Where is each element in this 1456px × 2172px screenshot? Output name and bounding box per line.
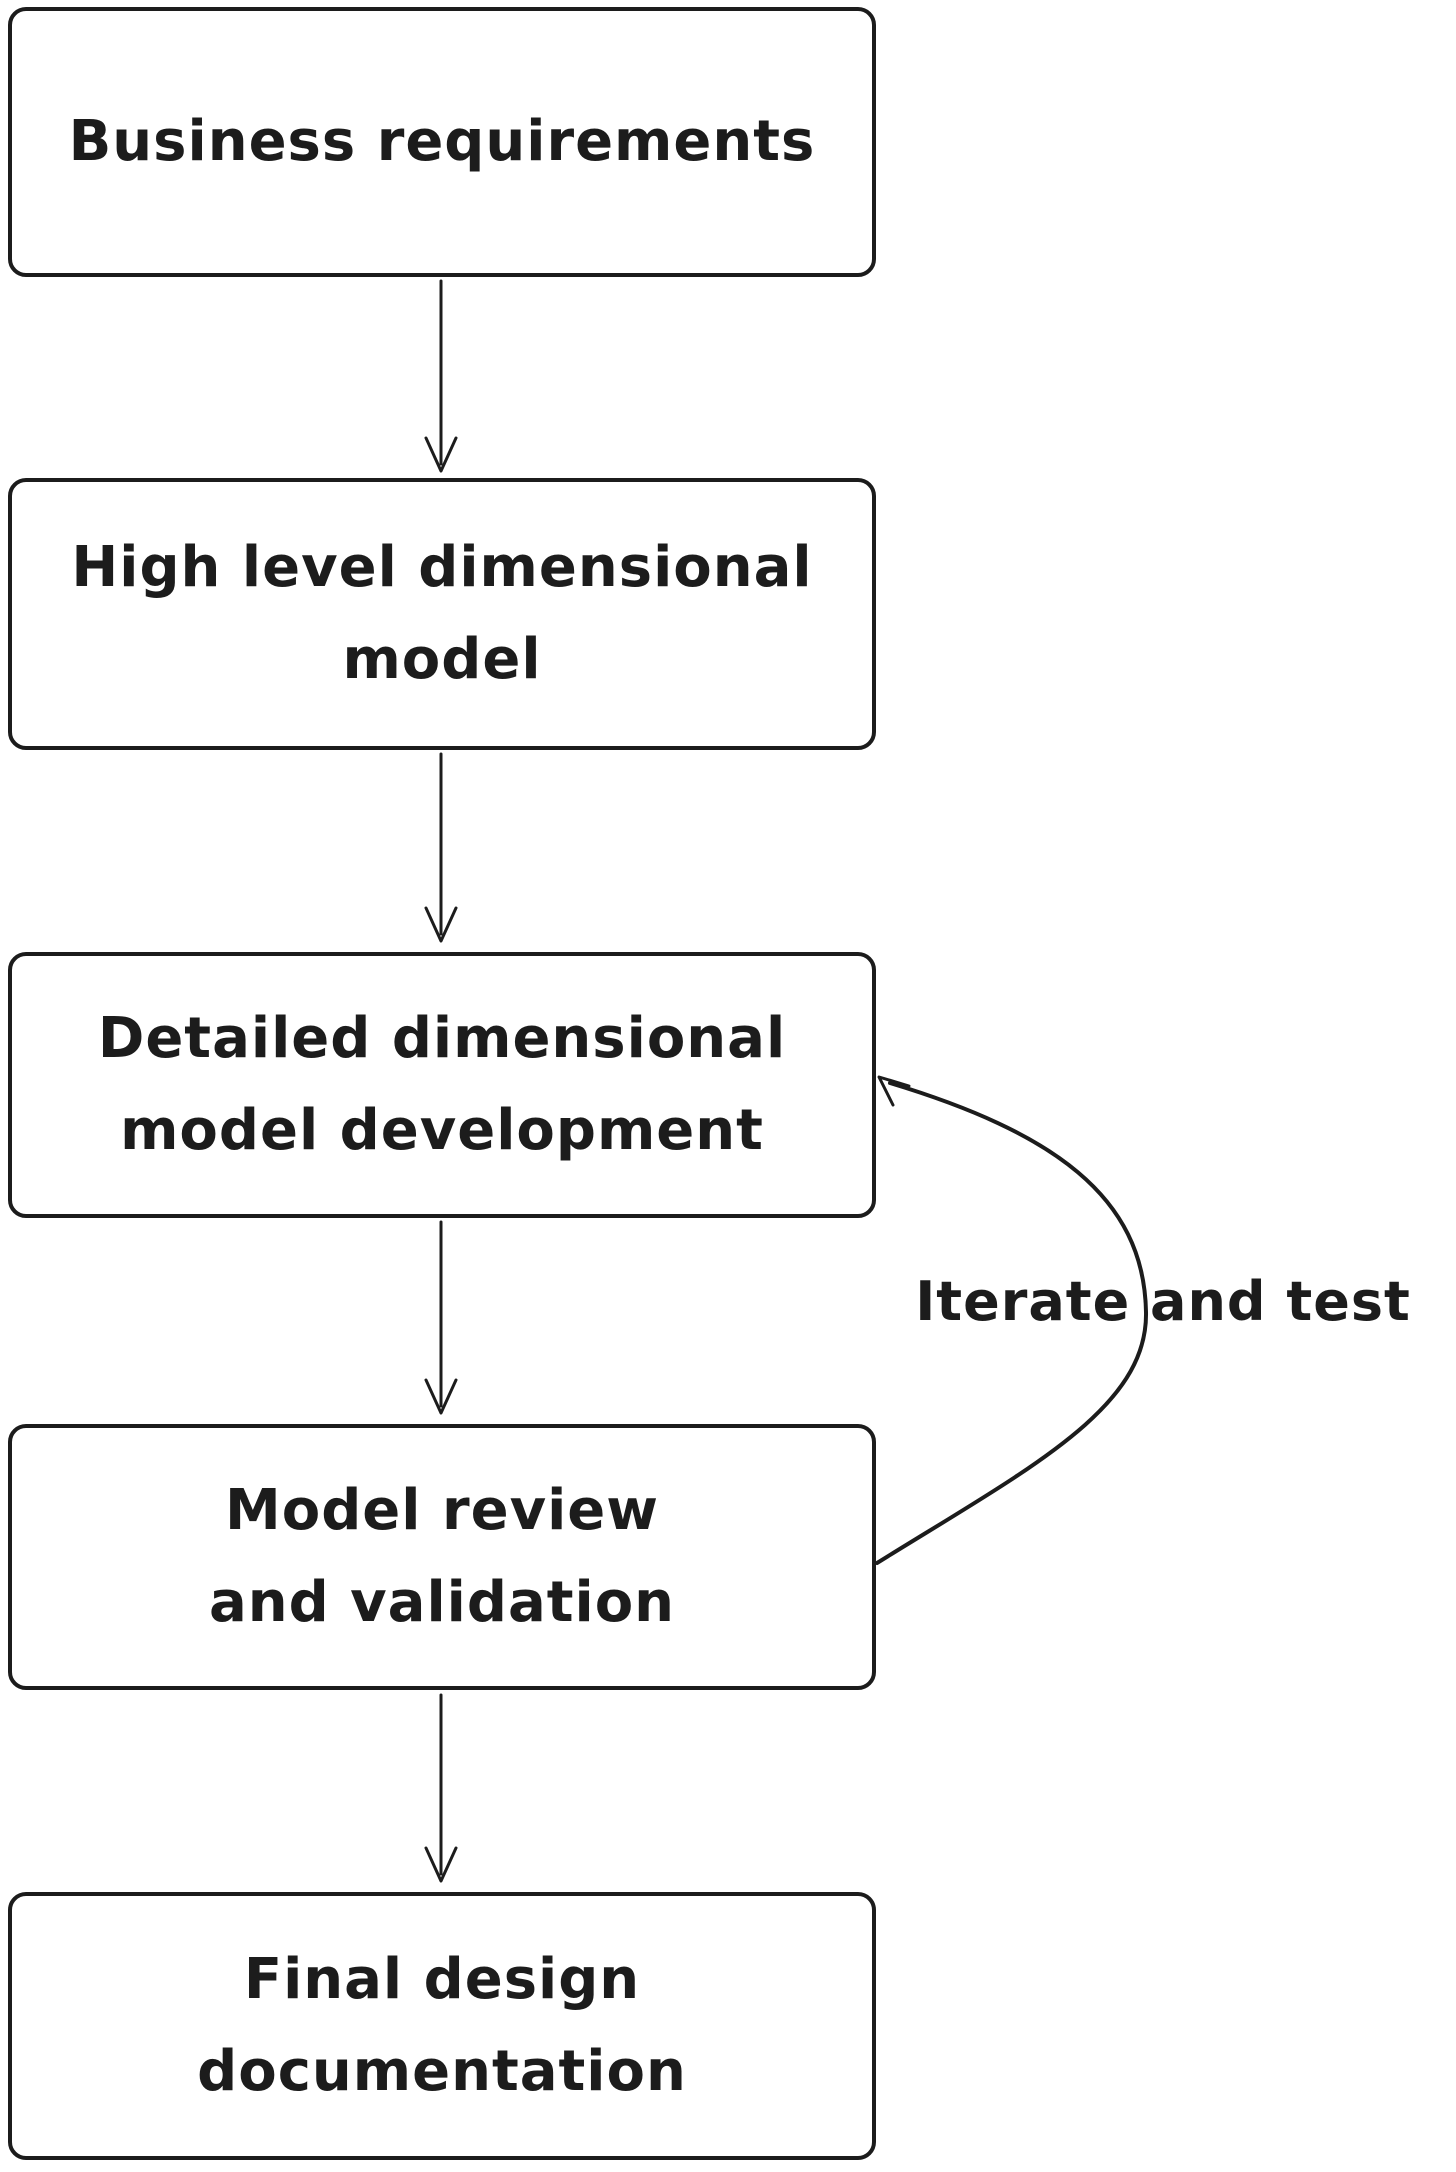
- node-business-requirements: Business requirements: [8, 7, 876, 277]
- node-label-line: Model review: [225, 1478, 659, 1543]
- node-high-level-dimensional-model: High level dimensional model: [8, 478, 876, 750]
- node-label-line: Business requirements: [68, 109, 816, 174]
- loop-arrow-iterate-and-test: [875, 1075, 1149, 1565]
- arrow-business-to-high-level: [424, 279, 458, 473]
- loop-edge-label: Iterate and test: [915, 1270, 1411, 1333]
- node-label-line: High level dimensional: [71, 535, 813, 600]
- node-model-review-and-validation: Model review and validation: [8, 1424, 876, 1690]
- node-label-line: model development: [120, 1098, 764, 1163]
- arrow-detailed-to-review: [424, 1220, 458, 1415]
- arrow-high-level-to-detailed: [424, 752, 458, 943]
- node-label-line: and validation: [208, 1570, 676, 1635]
- node-label-line: Detailed dimensional: [97, 1006, 787, 1071]
- arrow-review-to-final: [424, 1693, 458, 1883]
- node-label-line: model: [342, 627, 542, 692]
- node-final-design-documentation: Final design documentation: [8, 1892, 876, 2160]
- node-label-line: Final design: [243, 1947, 641, 2012]
- node-label-line: documentation: [197, 2039, 687, 2104]
- node-detailed-dimensional-model-development: Detailed dimensional model development: [8, 952, 876, 1218]
